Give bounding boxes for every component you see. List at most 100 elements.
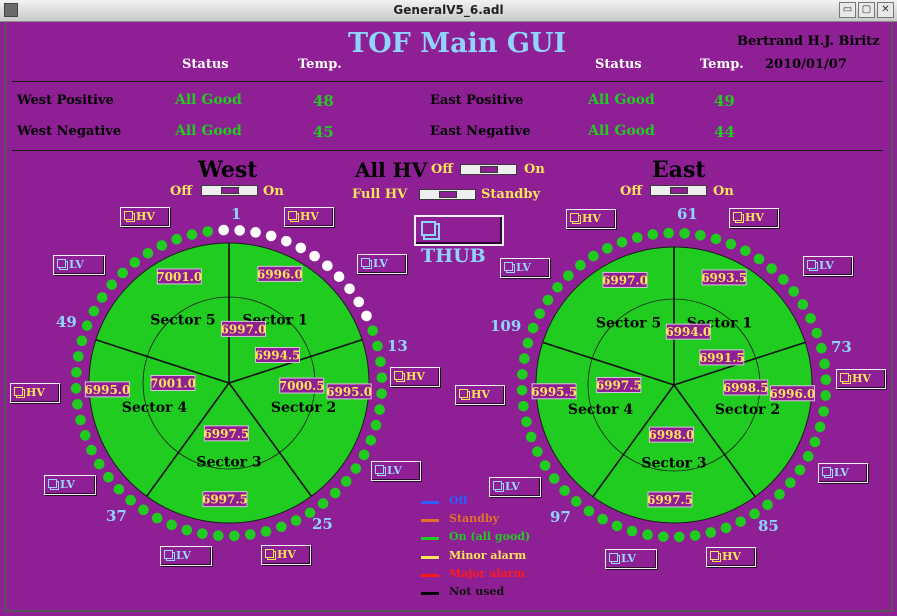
- west-tray-dot: [88, 305, 100, 317]
- west-tray-dot: [70, 383, 82, 394]
- west-value-box: [326, 383, 372, 400]
- west-lv-button-sector4[interactable]: LV: [44, 475, 96, 495]
- window-icon: [493, 481, 502, 490]
- west-tray-dot: [317, 498, 329, 509]
- west-title: West: [198, 157, 258, 183]
- east-lv-button-sector3[interactable]: LV: [605, 549, 657, 569]
- west-tray-dot: [96, 292, 108, 303]
- window-titlebar: GeneralV5_6.adl ▭ ▢ ✕: [0, 0, 897, 22]
- east-hv-button-sector2[interactable]: HV: [836, 369, 886, 389]
- west-tray-dot: [138, 504, 149, 516]
- legend-label: Major alarm: [449, 566, 526, 580]
- west-hv-button-sector1[interactable]: HV: [284, 207, 334, 227]
- east-lv-button-sector4[interactable]: LV: [489, 477, 541, 497]
- east-hv-button-sector3[interactable]: HV: [706, 547, 756, 567]
- east-positive-status: All Good: [588, 92, 655, 108]
- west-hv-button-sector2[interactable]: HV: [390, 367, 440, 387]
- west-lv-button-sector3[interactable]: LV: [160, 546, 212, 566]
- window-icon: [710, 551, 719, 560]
- window-icon: [124, 211, 133, 220]
- all-hv-toggle[interactable]: [460, 164, 517, 175]
- east-value-box: [723, 379, 769, 396]
- west-tray-dot: [72, 398, 83, 410]
- west-hv-button-sector4[interactable]: HV: [10, 383, 60, 403]
- east-tray-dot: [689, 530, 701, 541]
- west-tray-dot: [376, 388, 387, 399]
- east-sector-divider: [592, 384, 675, 498]
- west-tray-dot: [106, 279, 118, 290]
- window-icon: [375, 465, 384, 474]
- date-label: 2010/01/07: [765, 57, 847, 72]
- east-tray-dot: [819, 358, 830, 370]
- east-tray-label: 97: [550, 508, 571, 526]
- window-icon: [57, 259, 66, 268]
- east-tray-dot: [552, 281, 563, 293]
- east-tray-dot: [809, 436, 821, 448]
- west-tray-dot: [125, 494, 136, 506]
- minimize-button[interactable]: ▭: [839, 2, 856, 18]
- west-value-s1_outer: 6996.0: [257, 267, 303, 281]
- east-power-toggle[interactable]: [650, 185, 707, 196]
- maximize-button[interactable]: ▢: [858, 2, 875, 18]
- east-tray-label: 61: [677, 205, 698, 223]
- east-hv-button-sector4[interactable]: HV: [455, 385, 505, 405]
- legend-swatch: [421, 592, 439, 595]
- close-button[interactable]: ✕: [877, 2, 894, 18]
- legend-label: Minor alarm: [449, 548, 527, 562]
- west-tray-dot: [244, 529, 256, 540]
- east-value-s3_inner: 6998.0: [648, 428, 694, 442]
- east-tray-dot: [818, 406, 829, 417]
- west-hv-button-sector3[interactable]: HV: [261, 545, 311, 565]
- west-off-label: Off: [170, 184, 192, 199]
- east-tray-dot: [785, 477, 796, 489]
- east-tray-dot: [705, 527, 717, 538]
- west-power-toggle[interactable]: [201, 185, 258, 196]
- west-tray-dot: [304, 507, 316, 519]
- east-tray-dot: [516, 385, 528, 396]
- window-icon: [822, 467, 831, 476]
- east-tray-dot: [778, 274, 789, 285]
- east-lv-button-sector1[interactable]: LV: [803, 256, 853, 276]
- window-icon: [807, 260, 816, 269]
- legend-label: On (all good): [449, 530, 531, 544]
- east-tray-dot: [642, 529, 653, 540]
- east-sector-label: Sector 2: [715, 402, 780, 418]
- east-value-s5_inner: 6994.0: [665, 325, 711, 339]
- east-hv-button-sector5[interactable]: HV: [566, 209, 616, 229]
- full-hv-standby-toggle[interactable]: [419, 189, 476, 200]
- west-hv-button-sector5[interactable]: HV: [120, 207, 170, 227]
- east-value-box: [647, 491, 693, 508]
- west-tray-dot: [350, 463, 362, 474]
- west-tray-dot: [142, 247, 154, 259]
- author-label: Bertrand H.J. Biritz: [737, 34, 880, 49]
- east-hv-button-sector1[interactable]: HV: [729, 208, 779, 228]
- east-tray-dot: [542, 294, 554, 306]
- west-lv-button-sector5[interactable]: LV: [53, 255, 105, 275]
- west-tray-dot: [333, 271, 345, 283]
- west-tray-dot: [281, 235, 292, 247]
- west-lv-button-sector1[interactable]: LV: [357, 254, 407, 274]
- legend-swatch: [421, 519, 439, 523]
- thub-button[interactable]: THUB: [414, 215, 504, 267]
- east-tray-dot: [753, 253, 765, 265]
- east-lv-button-sector2[interactable]: LV: [818, 463, 868, 483]
- west-tray-label: 1: [231, 205, 242, 223]
- east-tray-dot: [532, 446, 543, 457]
- west-lv-button-sector2[interactable]: LV: [371, 461, 421, 481]
- west-tray-label: 13: [387, 337, 408, 355]
- east-tray-dot: [794, 464, 806, 476]
- west-tray-dot: [151, 512, 163, 524]
- west-status-header: Status: [182, 57, 229, 72]
- west-value-s5_outer: 7001.0: [156, 270, 202, 284]
- west-tray-dot: [73, 351, 84, 362]
- west-tray-dot: [117, 267, 129, 279]
- west-positive-status: All Good: [175, 92, 242, 108]
- west-tray-dot: [75, 414, 86, 426]
- legend-label: Off: [449, 494, 468, 507]
- east-tray-dot: [518, 400, 529, 412]
- east-value-s1_outer: 6993.5: [701, 271, 747, 285]
- west-sector-label: Sector 2: [271, 400, 336, 416]
- west-tray-label: 49: [56, 313, 77, 331]
- east-lv-button-sector5[interactable]: LV: [500, 258, 550, 278]
